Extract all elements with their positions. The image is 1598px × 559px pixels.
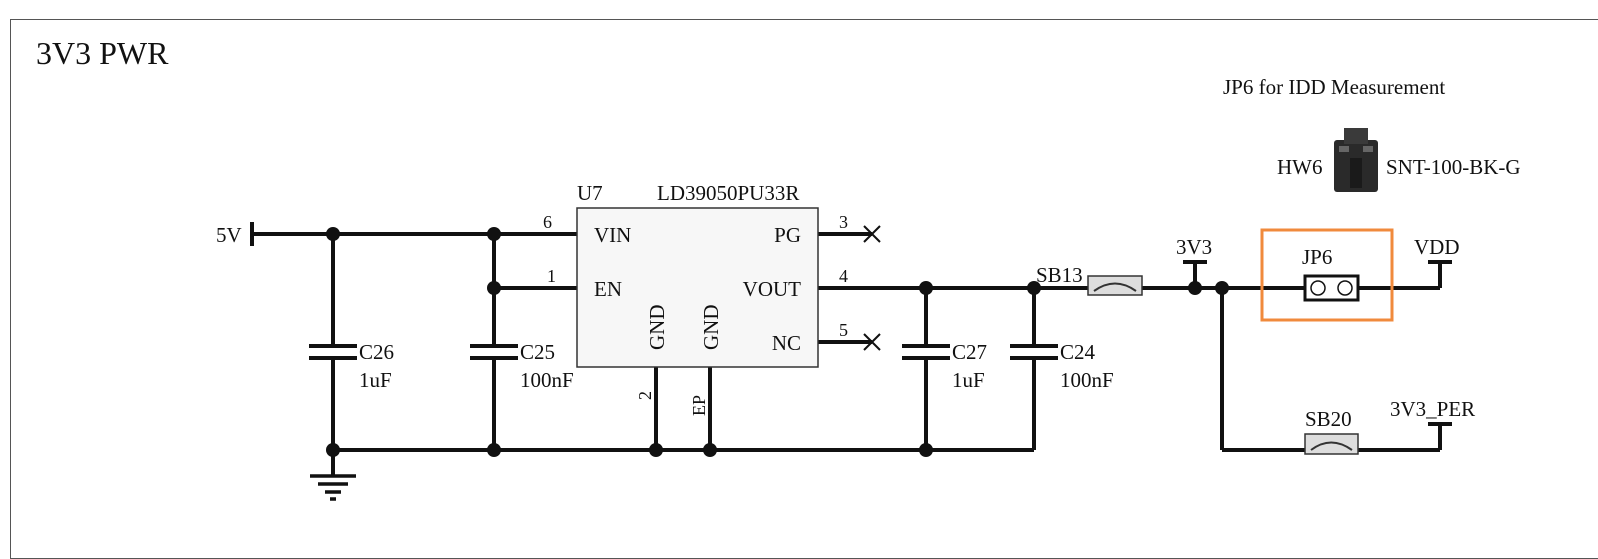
c27-value: 1uF — [952, 368, 985, 392]
net-5v: 5V — [216, 223, 242, 247]
net-vdd: VDD — [1414, 235, 1460, 259]
jp6-ref: JP6 — [1302, 245, 1332, 269]
pin-en-name: EN — [594, 277, 622, 301]
jumper-pin-1 — [1310, 280, 1326, 296]
c26-value: 1uF — [359, 368, 392, 392]
sb13-ref: SB13 — [1036, 263, 1083, 287]
pin-pg-name: PG — [774, 223, 801, 247]
sheet-title: 3V3 PWR — [36, 35, 169, 71]
c25-ref: C25 — [520, 340, 555, 364]
jumper-pin-2 — [1337, 280, 1353, 296]
jumper-hw-ref: HW6 — [1277, 155, 1323, 179]
pin-nc-name: NC — [772, 331, 801, 355]
pin-gnd2-name: GND — [699, 305, 723, 351]
solder-bridge-sb20[interactable] — [1304, 433, 1359, 455]
pin-en-num: 1 — [547, 266, 556, 286]
sb20-ref: SB20 — [1305, 407, 1352, 431]
pin-vout-num: 4 — [839, 266, 848, 286]
jumper-hw-part: SNT-100-BK-G — [1386, 155, 1521, 179]
pin-pg-num: 3 — [839, 212, 848, 232]
regulator-u7[interactable] — [576, 207, 819, 368]
c24-ref: C24 — [1060, 340, 1096, 364]
u7-part: LD39050PU33R — [657, 181, 799, 205]
power-flags — [250, 222, 1452, 426]
no-connect-marks — [863, 225, 881, 351]
net-3v3: 3V3 — [1176, 235, 1212, 259]
schematic-canvas: 3V3 PWR JP6 for IDD Measurement HW6 SNT-… — [36, 35, 1521, 501]
pin-gnd1-name: GND — [645, 305, 669, 351]
c27-ref: C27 — [952, 340, 987, 364]
junction-dots — [326, 227, 1229, 457]
pin-vin-name: VIN — [594, 223, 631, 247]
net-3v3-per: 3V3_PER — [1390, 397, 1475, 421]
u7-ref: U7 — [577, 181, 603, 205]
jp6-highlight — [1260, 228, 1394, 322]
ground-icon — [310, 474, 356, 501]
pin-gnd2-num: EP — [689, 395, 709, 416]
pin-vout-name: VOUT — [743, 277, 801, 301]
idd-note: JP6 for IDD Measurement — [1223, 75, 1445, 99]
jumper-cap-icon — [1334, 128, 1378, 192]
pin-gnd1-num: 2 — [635, 391, 655, 400]
c25-value: 100nF — [520, 368, 574, 392]
capacitor-plates — [309, 344, 1058, 360]
pin-vin-num: 6 — [543, 212, 552, 232]
pin-nc-num: 5 — [839, 320, 848, 340]
solder-bridge-sb13[interactable] — [1087, 275, 1143, 296]
c24-value: 100nF — [1060, 368, 1114, 392]
c26-ref: C26 — [359, 340, 394, 364]
